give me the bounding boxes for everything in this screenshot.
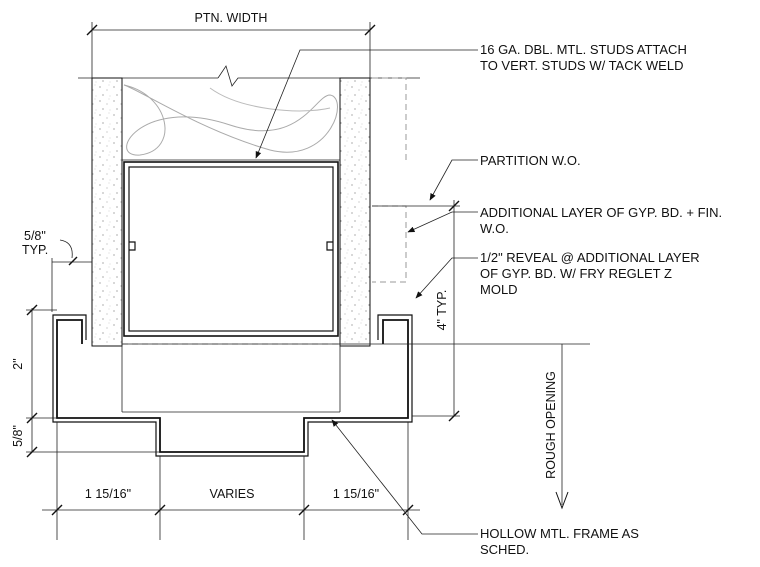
note-gyp-line1: ADDITIONAL LAYER OF GYP. BD. + FIN.: [480, 205, 722, 220]
varies-label: VARIES: [210, 487, 255, 501]
right-width-label: 1 15/16": [333, 487, 379, 501]
partition-wall: [78, 65, 420, 347]
note-partition: PARTITION W.O.: [480, 153, 581, 168]
four-typ-label: 4" TYP.: [435, 290, 449, 331]
left-width-label: 1 15/16": [85, 487, 131, 501]
leader-lines: [255, 49, 478, 535]
note-studs-line1: 16 GA. DBL. MTL. STUDS ATTACH: [480, 42, 687, 57]
note-reveal-line3: MOLD: [480, 282, 518, 297]
typ-5-8-label: 5/8": [24, 229, 46, 243]
note-frame-line2: SCHED.: [480, 542, 529, 557]
note-reveal-line2: OF GYP. BD. W/ FRY REGLET Z: [480, 266, 672, 281]
note-studs-line2: TO VERT. STUDS W/ TACK WELD: [480, 58, 683, 73]
five-eighths-label: 5/8": [11, 425, 25, 447]
note-gyp-line2: W.O.: [480, 221, 509, 236]
hollow-metal-frame: [52, 314, 413, 457]
ptn-width-label: PTN. WIDTH: [195, 11, 268, 25]
rough-opening-label: ROUGH OPENING: [544, 371, 558, 479]
two-inch-label: 2": [11, 358, 25, 369]
note-frame-line1: HOLLOW MTL. FRAME AS: [480, 526, 639, 541]
dimension-lines: [26, 22, 590, 540]
typ-label: TYP.: [22, 243, 48, 257]
metal-studs: [123, 161, 339, 337]
note-reveal-line1: 1/2" REVEAL @ ADDITIONAL LAYER: [480, 250, 700, 265]
